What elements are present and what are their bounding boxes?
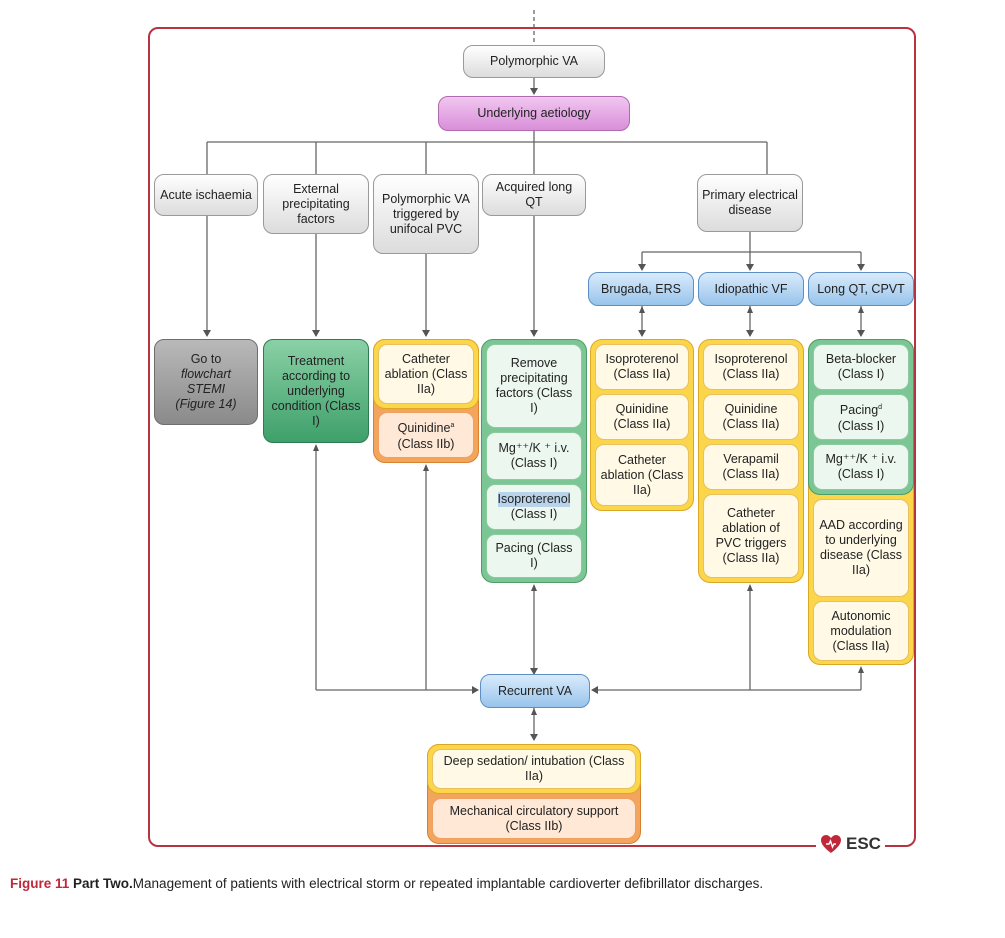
node-mgk-longqt: Mg⁺⁺/K ⁺ i.v. (Class I) bbox=[813, 444, 909, 490]
node-recurrent-va: Recurrent VA bbox=[480, 674, 590, 708]
quinidine-pvc-footnote: a bbox=[450, 422, 455, 430]
diagram-frame bbox=[148, 27, 916, 847]
node-pacing-longqt: Pacingd (Class I) bbox=[813, 394, 909, 440]
node-isoproterenol-brugada: Isoproterenol (Class IIa) bbox=[595, 344, 689, 390]
esc-logo: ESC bbox=[816, 834, 885, 854]
node-mgk-acquired: Mg⁺⁺/K ⁺ i.v. (Class I) bbox=[486, 432, 582, 480]
node-autonomic-modulation: Autonomic modulation (Class IIa) bbox=[813, 601, 909, 661]
quinidine-pvc-class: (Class IIb) bbox=[397, 436, 455, 451]
node-deep-sedation: Deep sedation/ intubation (Class IIa) bbox=[432, 749, 636, 789]
node-long-qt-cpvt: Long QT, CPVT bbox=[808, 272, 914, 306]
node-isoproterenol-acquired: Isoproterenol (Class I) bbox=[486, 484, 582, 530]
node-remove-factors: Remove precipitating factors (Class I) bbox=[486, 344, 582, 428]
quinidine-pvc-label: Quinidine bbox=[397, 421, 451, 436]
node-external-factors: External precipitating factors bbox=[263, 174, 369, 234]
node-quinidine-brugada: Quinidine (Class IIa) bbox=[595, 394, 689, 440]
node-verapamil-idiopathic: Verapamil (Class IIa) bbox=[703, 444, 799, 490]
node-mechanical-support: Mechanical circulatory support (Class II… bbox=[432, 798, 636, 839]
node-polymorphic-va: Polymorphic VA bbox=[463, 45, 605, 78]
stemi-line-1: Go to bbox=[190, 352, 222, 366]
node-quinidine-pvc: Quinidinea (Class IIb) bbox=[378, 412, 474, 458]
caption-text: Management of patients with electrical s… bbox=[132, 876, 764, 891]
pacing-longqt-class: (Class I) bbox=[837, 418, 885, 433]
stemi-line-3: STEMI bbox=[186, 382, 226, 396]
caption-label: Figure 11 bbox=[10, 876, 70, 891]
node-acute-ischaemia: Acute ischaemia bbox=[154, 174, 258, 216]
figure-caption: Figure 11 Part Two.Management of patient… bbox=[10, 876, 763, 891]
node-brugada-ers: Brugada, ERS bbox=[588, 272, 694, 306]
isoproterenol-acquired-class: (Class I) bbox=[510, 507, 558, 521]
node-aad-underlying: AAD according to underlying disease (Cla… bbox=[813, 499, 909, 597]
node-catheter-pvc-triggers: Catheter ablation of PVC triggers (Class… bbox=[703, 494, 799, 578]
node-treatment-underlying: Treatment according to underlying condit… bbox=[263, 339, 369, 443]
node-beta-blocker: Beta-blocker (Class I) bbox=[813, 344, 909, 390]
node-catheter-ablation-pvc: Catheter ablation (Class IIa) bbox=[378, 344, 474, 404]
node-idiopathic-vf: Idiopathic VF bbox=[698, 272, 804, 306]
node-underlying-aetiology: Underlying aetiology bbox=[438, 96, 630, 131]
node-quinidine-idiopathic: Quinidine (Class IIa) bbox=[703, 394, 799, 440]
stemi-line-4: (Figure 14) bbox=[175, 397, 237, 411]
isoproterenol-acquired-label: Isoproterenol bbox=[497, 492, 571, 507]
esc-logo-text: ESC bbox=[846, 834, 881, 853]
caption-part: Part Two. bbox=[69, 876, 133, 891]
node-isoproterenol-idiopathic: Isoproterenol (Class IIa) bbox=[703, 344, 799, 390]
node-pacing-acquired: Pacing (Class I) bbox=[486, 534, 582, 578]
node-primary-electrical: Primary electrical disease bbox=[697, 174, 803, 232]
stemi-line-2: flowchart bbox=[180, 367, 232, 381]
pacing-longqt-label: Pacing bbox=[839, 403, 879, 418]
node-pvc-triggered: Polymorphic VA triggered by unifocal PVC bbox=[373, 174, 479, 254]
node-go-to-stemi: Go to flowchart STEMI (Figure 14) bbox=[154, 339, 258, 425]
node-catheter-brugada: Catheter ablation (Class IIa) bbox=[595, 444, 689, 506]
heart-icon bbox=[821, 835, 841, 853]
pacing-longqt-footnote: d bbox=[878, 404, 883, 412]
node-acquired-long-qt: Acquired long QT bbox=[482, 174, 586, 216]
